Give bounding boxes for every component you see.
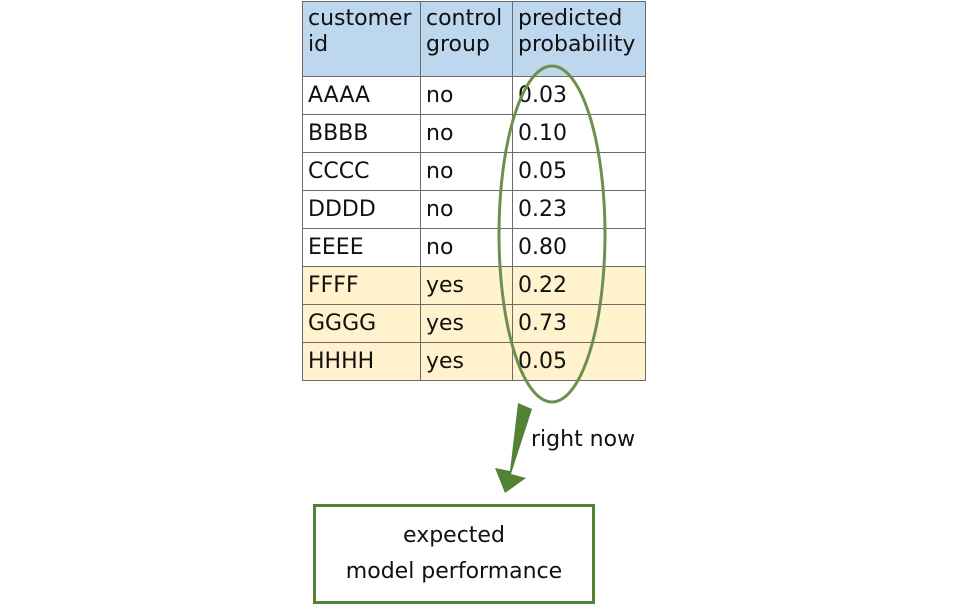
table-row: BBBB no 0.10 xyxy=(302,114,646,153)
cell-predicted-probability: 0.05 xyxy=(512,152,646,191)
cell-control-group: no xyxy=(420,76,513,115)
cell-predicted-probability: 0.10 xyxy=(512,114,646,153)
cell-predicted-probability: 0.05 xyxy=(512,342,646,381)
cell-customer-id: EEEE xyxy=(302,228,421,267)
cell-predicted-probability: 0.73 xyxy=(512,304,646,343)
header-control-group: control group xyxy=(420,1,513,77)
cell-control-group: yes xyxy=(420,342,513,381)
customer-probability-table: customer id control group predicted prob… xyxy=(302,1,646,381)
cell-predicted-probability: 0.22 xyxy=(512,266,646,305)
table-row: DDDD no 0.23 xyxy=(302,190,646,229)
cell-control-group: no xyxy=(420,190,513,229)
header-text: control xyxy=(426,6,503,31)
cell-customer-id: DDDD xyxy=(302,190,421,229)
down-arrow xyxy=(495,403,532,493)
table-row: HHHH yes 0.05 xyxy=(302,342,646,381)
expected-performance-box: expected model performance xyxy=(313,504,595,604)
header-customer-id: customer id xyxy=(302,1,421,77)
arrow-label: right now xyxy=(531,427,636,452)
header-predicted-probability: predicted probability xyxy=(512,1,646,77)
table-header-row: customer id control group predicted prob… xyxy=(302,1,646,77)
table-row: EEEE no 0.80 xyxy=(302,228,646,267)
table-row: FFFF yes 0.22 xyxy=(302,266,646,305)
header-text: predicted xyxy=(518,6,623,31)
cell-customer-id: AAAA xyxy=(302,76,421,115)
cell-customer-id: BBBB xyxy=(302,114,421,153)
result-box-line: model performance xyxy=(345,559,563,584)
result-box-line: expected xyxy=(403,523,505,548)
cell-predicted-probability: 0.23 xyxy=(512,190,646,229)
header-text: probability xyxy=(518,32,636,57)
header-text: group xyxy=(426,32,490,57)
cell-customer-id: HHHH xyxy=(302,342,421,381)
cell-predicted-probability: 0.80 xyxy=(512,228,646,267)
table-row: GGGG yes 0.73 xyxy=(302,304,646,343)
cell-control-group: yes xyxy=(420,266,513,305)
cell-control-group: no xyxy=(420,152,513,191)
cell-control-group: no xyxy=(420,228,513,267)
table-row: AAAA no 0.03 xyxy=(302,76,646,115)
cell-predicted-probability: 0.03 xyxy=(512,76,646,115)
header-text: customer xyxy=(308,6,412,31)
cell-customer-id: GGGG xyxy=(302,304,421,343)
cell-control-group: no xyxy=(420,114,513,153)
cell-customer-id: CCCC xyxy=(302,152,421,191)
cell-control-group: yes xyxy=(420,304,513,343)
cell-customer-id: FFFF xyxy=(302,266,421,305)
header-text: id xyxy=(308,32,329,57)
table-row: CCCC no 0.05 xyxy=(302,152,646,191)
